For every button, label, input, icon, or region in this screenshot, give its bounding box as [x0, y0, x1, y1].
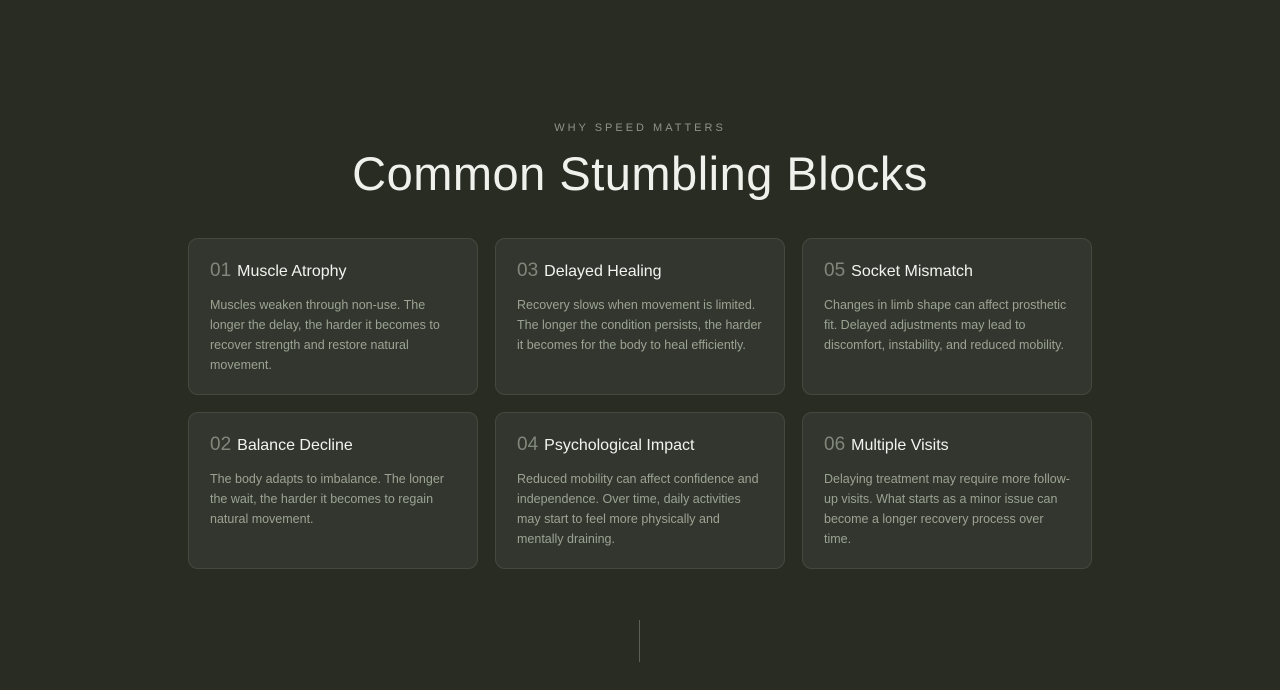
- card-socket-mismatch: 05 Socket Mismatch Changes in limb shape…: [802, 238, 1092, 395]
- card-header: 06 Multiple Visits: [824, 434, 1070, 456]
- card-title: Multiple Visits: [851, 437, 949, 454]
- card-header: 04 Psychological Impact: [517, 434, 763, 456]
- card-title: Muscle Atrophy: [237, 263, 347, 280]
- card-description: The body adapts to imbalance. The longer…: [210, 472, 444, 526]
- card-description: Recovery slows when movement is limited.…: [517, 298, 762, 352]
- card-title: Balance Decline: [237, 437, 353, 454]
- card-title: Delayed Healing: [544, 263, 662, 280]
- card-title: Psychological Impact: [544, 437, 695, 454]
- card-description: Muscles weaken through non-use. The long…: [210, 298, 440, 372]
- card-description: Delaying treatment may require more foll…: [824, 472, 1070, 546]
- card-number: 01: [210, 260, 232, 281]
- card-title: Socket Mismatch: [851, 263, 973, 280]
- card-description: Reduced mobility can affect confidence a…: [517, 472, 759, 546]
- card-header: 02 Balance Decline: [210, 434, 456, 456]
- cards-grid: 01 Muscle Atrophy Muscles weaken through…: [188, 238, 1092, 569]
- card-header: 05 Socket Mismatch: [824, 260, 1070, 282]
- card-number: 03: [517, 260, 539, 281]
- card-number: 05: [824, 260, 846, 281]
- card-header: 03 Delayed Healing: [517, 260, 763, 282]
- card-header: 01 Muscle Atrophy: [210, 260, 456, 282]
- card-multiple-visits: 06 Multiple Visits Delaying treatment ma…: [802, 412, 1092, 569]
- card-number: 02: [210, 434, 232, 455]
- card-balance-decline: 02 Balance Decline The body adapts to im…: [188, 412, 478, 569]
- card-number: 06: [824, 434, 846, 455]
- scroll-divider-line: [639, 620, 640, 662]
- card-delayed-healing: 03 Delayed Healing Recovery slows when m…: [495, 238, 785, 395]
- card-muscle-atrophy: 01 Muscle Atrophy Muscles weaken through…: [188, 238, 478, 395]
- card-psychological-impact: 04 Psychological Impact Reduced mobility…: [495, 412, 785, 569]
- section-eyebrow: WHY SPEED MATTERS: [554, 122, 726, 134]
- card-number: 04: [517, 434, 539, 455]
- section-title: Common Stumbling Blocks: [352, 147, 928, 200]
- card-description: Changes in limb shape can affect prosthe…: [824, 298, 1067, 352]
